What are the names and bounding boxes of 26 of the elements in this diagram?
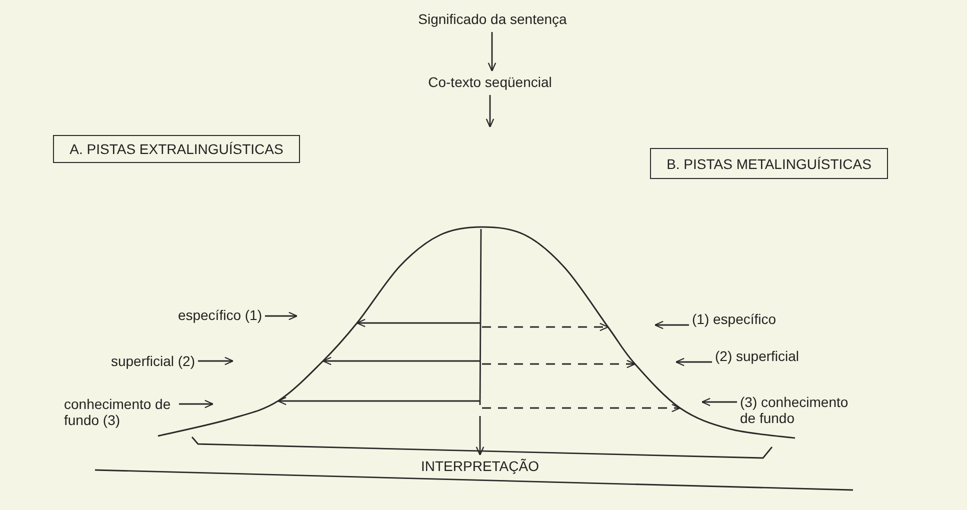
arrow: [356, 318, 480, 328]
arrow: [675, 358, 712, 366]
heading-box: B. PISTAS METALINGUÍSTICAS: [650, 148, 888, 179]
arrow: [482, 322, 609, 332]
text-label: Co-texto seqüencial: [420, 74, 560, 92]
arrow: [701, 398, 737, 406]
arrow: [265, 312, 298, 320]
arrow: [482, 360, 636, 368]
text-label: (2) superficial: [715, 348, 815, 364]
arrow: [179, 400, 214, 408]
arrow: [488, 32, 496, 72]
text-label: superficial (2): [100, 353, 195, 369]
arrow: [482, 404, 681, 412]
text-label: INTERPRETAÇÃO: [410, 458, 550, 476]
text-label: específico (1): [170, 307, 262, 323]
text-label: Significado da sentença: [415, 11, 570, 29]
text-label: conhecimento de fundo (3): [64, 396, 176, 430]
heading-box: A. PISTAS EXTRALINGUÍSTICAS: [53, 135, 300, 163]
arrow: [476, 416, 484, 456]
arrow: [486, 95, 494, 128]
arrow: [322, 356, 480, 366]
text-label: (1) específico: [692, 311, 787, 327]
text-label: (3) conhecimento de fundo: [740, 394, 865, 428]
arrow: [277, 396, 480, 406]
arrow: [654, 320, 689, 330]
arrow: [198, 356, 234, 366]
